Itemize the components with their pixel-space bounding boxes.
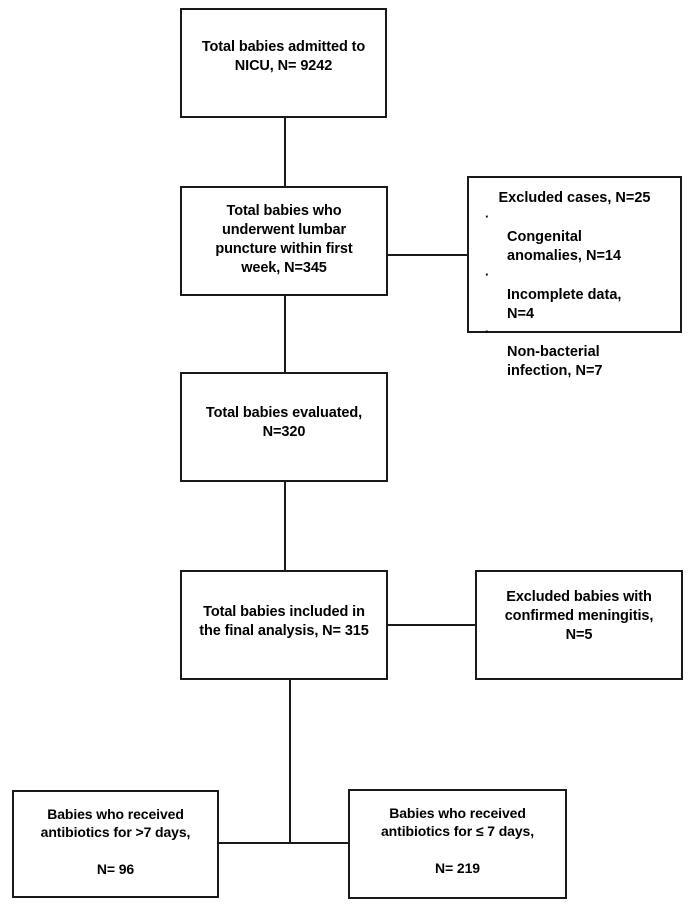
bullet-icon: · — [485, 209, 490, 225]
bullet-icon: · — [485, 266, 490, 282]
excluded-cases-item-text: Congenital anomalies, N=14 — [507, 229, 622, 265]
node-excluded-meningitis-label: Excluded babies with confirmed meningiti… — [504, 589, 654, 644]
excluded-cases-list: · Congenital anomalies, N=14 · Incomplete … — [469, 209, 680, 382]
node-evaluated-label: Total babies evaluated, N=320 — [205, 405, 363, 441]
node-final-analysis: Total babies included in the final analy… — [180, 570, 388, 680]
node-antibiotics-le-7-days: Babies who received antibiotics for ≤ 7 … — [348, 789, 567, 899]
connector-admitted-to-lumbar — [284, 117, 286, 187]
node-final-label: Total babies included in the final analy… — [199, 604, 369, 640]
node-antibiotics-gt-7-days: Babies who received antibiotics for >7 d… — [12, 790, 219, 898]
bullet-icon: · — [485, 324, 490, 340]
node-gt7-label: Babies who received antibiotics for >7 d… — [40, 806, 191, 878]
excluded-cases-title: Excluded cases, N=25 — [498, 190, 651, 206]
list-item: · Congenital anomalies, N=14 — [481, 209, 672, 266]
node-total-babies-admitted: Total babies admitted to NICU, N= 9242 — [180, 8, 387, 118]
node-excluded-meningitis: Excluded babies with confirmed meningiti… — [475, 570, 683, 680]
excluded-cases-item-text: Incomplete data, N=4 — [507, 286, 622, 322]
node-le7-label: Babies who received antibiotics for ≤ 7 … — [381, 805, 534, 877]
connector-final-to-excluded-meningitis — [387, 624, 476, 626]
node-lumbar-puncture: Total babies who underwent lumbar punctu… — [180, 186, 388, 296]
connector-lumbar-to-evaluated — [284, 295, 286, 373]
excluded-cases-item-text: Non-bacterial infection, N=7 — [507, 344, 603, 380]
connector-bottom-fork — [218, 842, 349, 844]
list-item: · Non-bacterial infection, N=7 — [481, 324, 672, 381]
node-admitted-label: Total babies admitted to NICU, N= 9242 — [201, 39, 366, 75]
node-total-babies-evaluated: Total babies evaluated, N=320 — [180, 372, 388, 482]
connector-final-to-bottom-fork — [289, 679, 291, 844]
node-excluded-cases: Excluded cases, N=25 · Congenital anomali… — [467, 176, 682, 379]
list-item: · Incomplete data, N=4 — [481, 267, 672, 324]
connector-evaluated-to-final — [284, 481, 286, 571]
node-lumbar-label: Total babies who underwent lumbar punctu… — [215, 203, 353, 277]
connector-lumbar-to-excluded-cases — [387, 254, 468, 256]
